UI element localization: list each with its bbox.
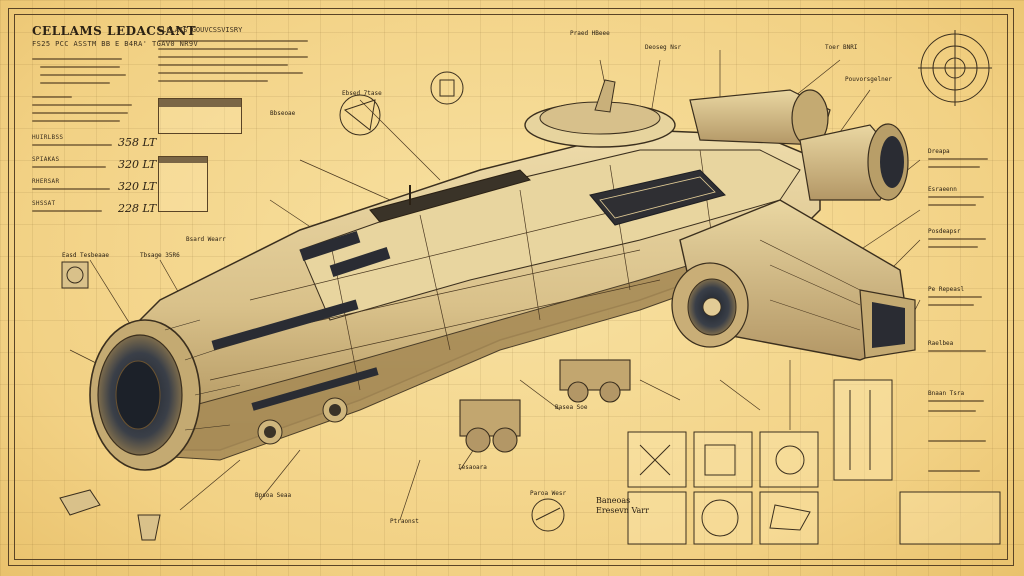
note-line — [158, 80, 268, 82]
note-line — [928, 410, 976, 412]
callout-bottom: Bpsoa Seaa — [255, 492, 292, 499]
note-line — [928, 246, 978, 248]
grid-panel — [589, 169, 726, 226]
note-line — [32, 58, 122, 60]
note-line — [928, 400, 984, 402]
note-line — [32, 104, 132, 106]
callout-right: Esraeenn — [928, 186, 957, 193]
callout-left: Easd Tesbeaae — [62, 252, 109, 259]
spec-label: SHSSAT — [32, 200, 56, 207]
note-line — [158, 48, 298, 50]
note-line — [158, 56, 308, 58]
note-line — [928, 296, 982, 298]
callout-top: Toer BNRI — [825, 44, 858, 51]
callout-top: Ebsed 7tase — [342, 90, 382, 97]
spec-label: RHERSAR — [32, 178, 60, 185]
header-text: CLCLAIS GOUVCSSVISRY — [158, 26, 243, 34]
callout-bottom: Paroa Wesr — [530, 490, 567, 497]
callout-bottom: Ptraonst — [390, 518, 419, 525]
note-line — [928, 238, 986, 240]
note-line — [32, 96, 72, 98]
note-line — [158, 64, 288, 66]
callout-right: Posdeapsr — [928, 228, 961, 235]
spec-metric: 358 LT — [118, 136, 157, 149]
callout-left: Bbseoae — [270, 110, 296, 117]
note-line — [928, 304, 974, 306]
outer-border — [8, 8, 1014, 566]
table-header-bar — [159, 99, 241, 107]
note-line — [32, 120, 120, 122]
note-line — [928, 158, 988, 160]
callout-bottom: Basea Soe — [555, 404, 588, 411]
note-line — [40, 66, 120, 68]
note-line — [32, 144, 112, 146]
data-table — [158, 156, 208, 212]
bottom-panel-heading-line2: Eresevn Varr — [596, 506, 649, 515]
spec-metric: 228 LT — [118, 202, 157, 215]
bottom-panel-heading-line1: Baneoas — [596, 496, 631, 505]
spec-metric: 320 LT — [118, 180, 157, 193]
main-hull — [89, 79, 821, 471]
note-line — [928, 166, 980, 168]
note-line — [158, 72, 303, 74]
spec-label: HUIRLBSS — [32, 134, 64, 141]
spec-metric: 320 LT — [118, 158, 157, 171]
sheet-title: CELLAMS LEDACSANT — [32, 24, 197, 38]
bottom-diagram-panels — [531, 379, 1001, 545]
callout-left: Tbsage 35R6 — [140, 252, 180, 259]
callout-top: Praed HBeee — [570, 30, 610, 37]
inner-border — [14, 14, 1008, 560]
callout-left: Bsard Wearr — [186, 236, 226, 243]
callout-right: Pe Repeasl — [928, 286, 965, 293]
bottom-panel-heading: Baneoas Eresevn Varr — [596, 496, 649, 516]
callout-bottom: Iesaoara — [458, 464, 487, 471]
note-line — [40, 82, 110, 84]
note-line — [40, 74, 126, 76]
note-line — [32, 188, 110, 190]
data-table — [158, 98, 242, 134]
callout-top: Deoseg Nsr — [645, 44, 682, 51]
callout-right: Dreapa — [928, 148, 950, 155]
sheet-subtitle: FS25 PCC ASSTM BB E B4RA' TGAV0 NR9V — [32, 40, 199, 48]
spec-label: SPIAKAS — [32, 156, 60, 163]
note-line — [32, 166, 106, 168]
note-line — [928, 470, 980, 472]
callout-top: Pouvorsgelner — [845, 76, 892, 83]
note-line — [32, 210, 102, 212]
note-line — [928, 440, 986, 442]
schematic-inset — [339, 30, 992, 136]
callout-right: Bnaan Tsra — [928, 390, 965, 397]
table-header-bar — [159, 157, 207, 163]
note-line — [158, 40, 308, 42]
callout-right: Raelbea — [928, 340, 954, 347]
note-line — [928, 204, 976, 206]
side-nacelle — [671, 199, 916, 361]
landing-gear — [459, 359, 631, 453]
note-line — [928, 350, 986, 352]
note-line — [928, 196, 984, 198]
left-inset-icons — [59, 261, 161, 541]
note-line — [32, 112, 128, 114]
rear-engine — [689, 89, 909, 201]
